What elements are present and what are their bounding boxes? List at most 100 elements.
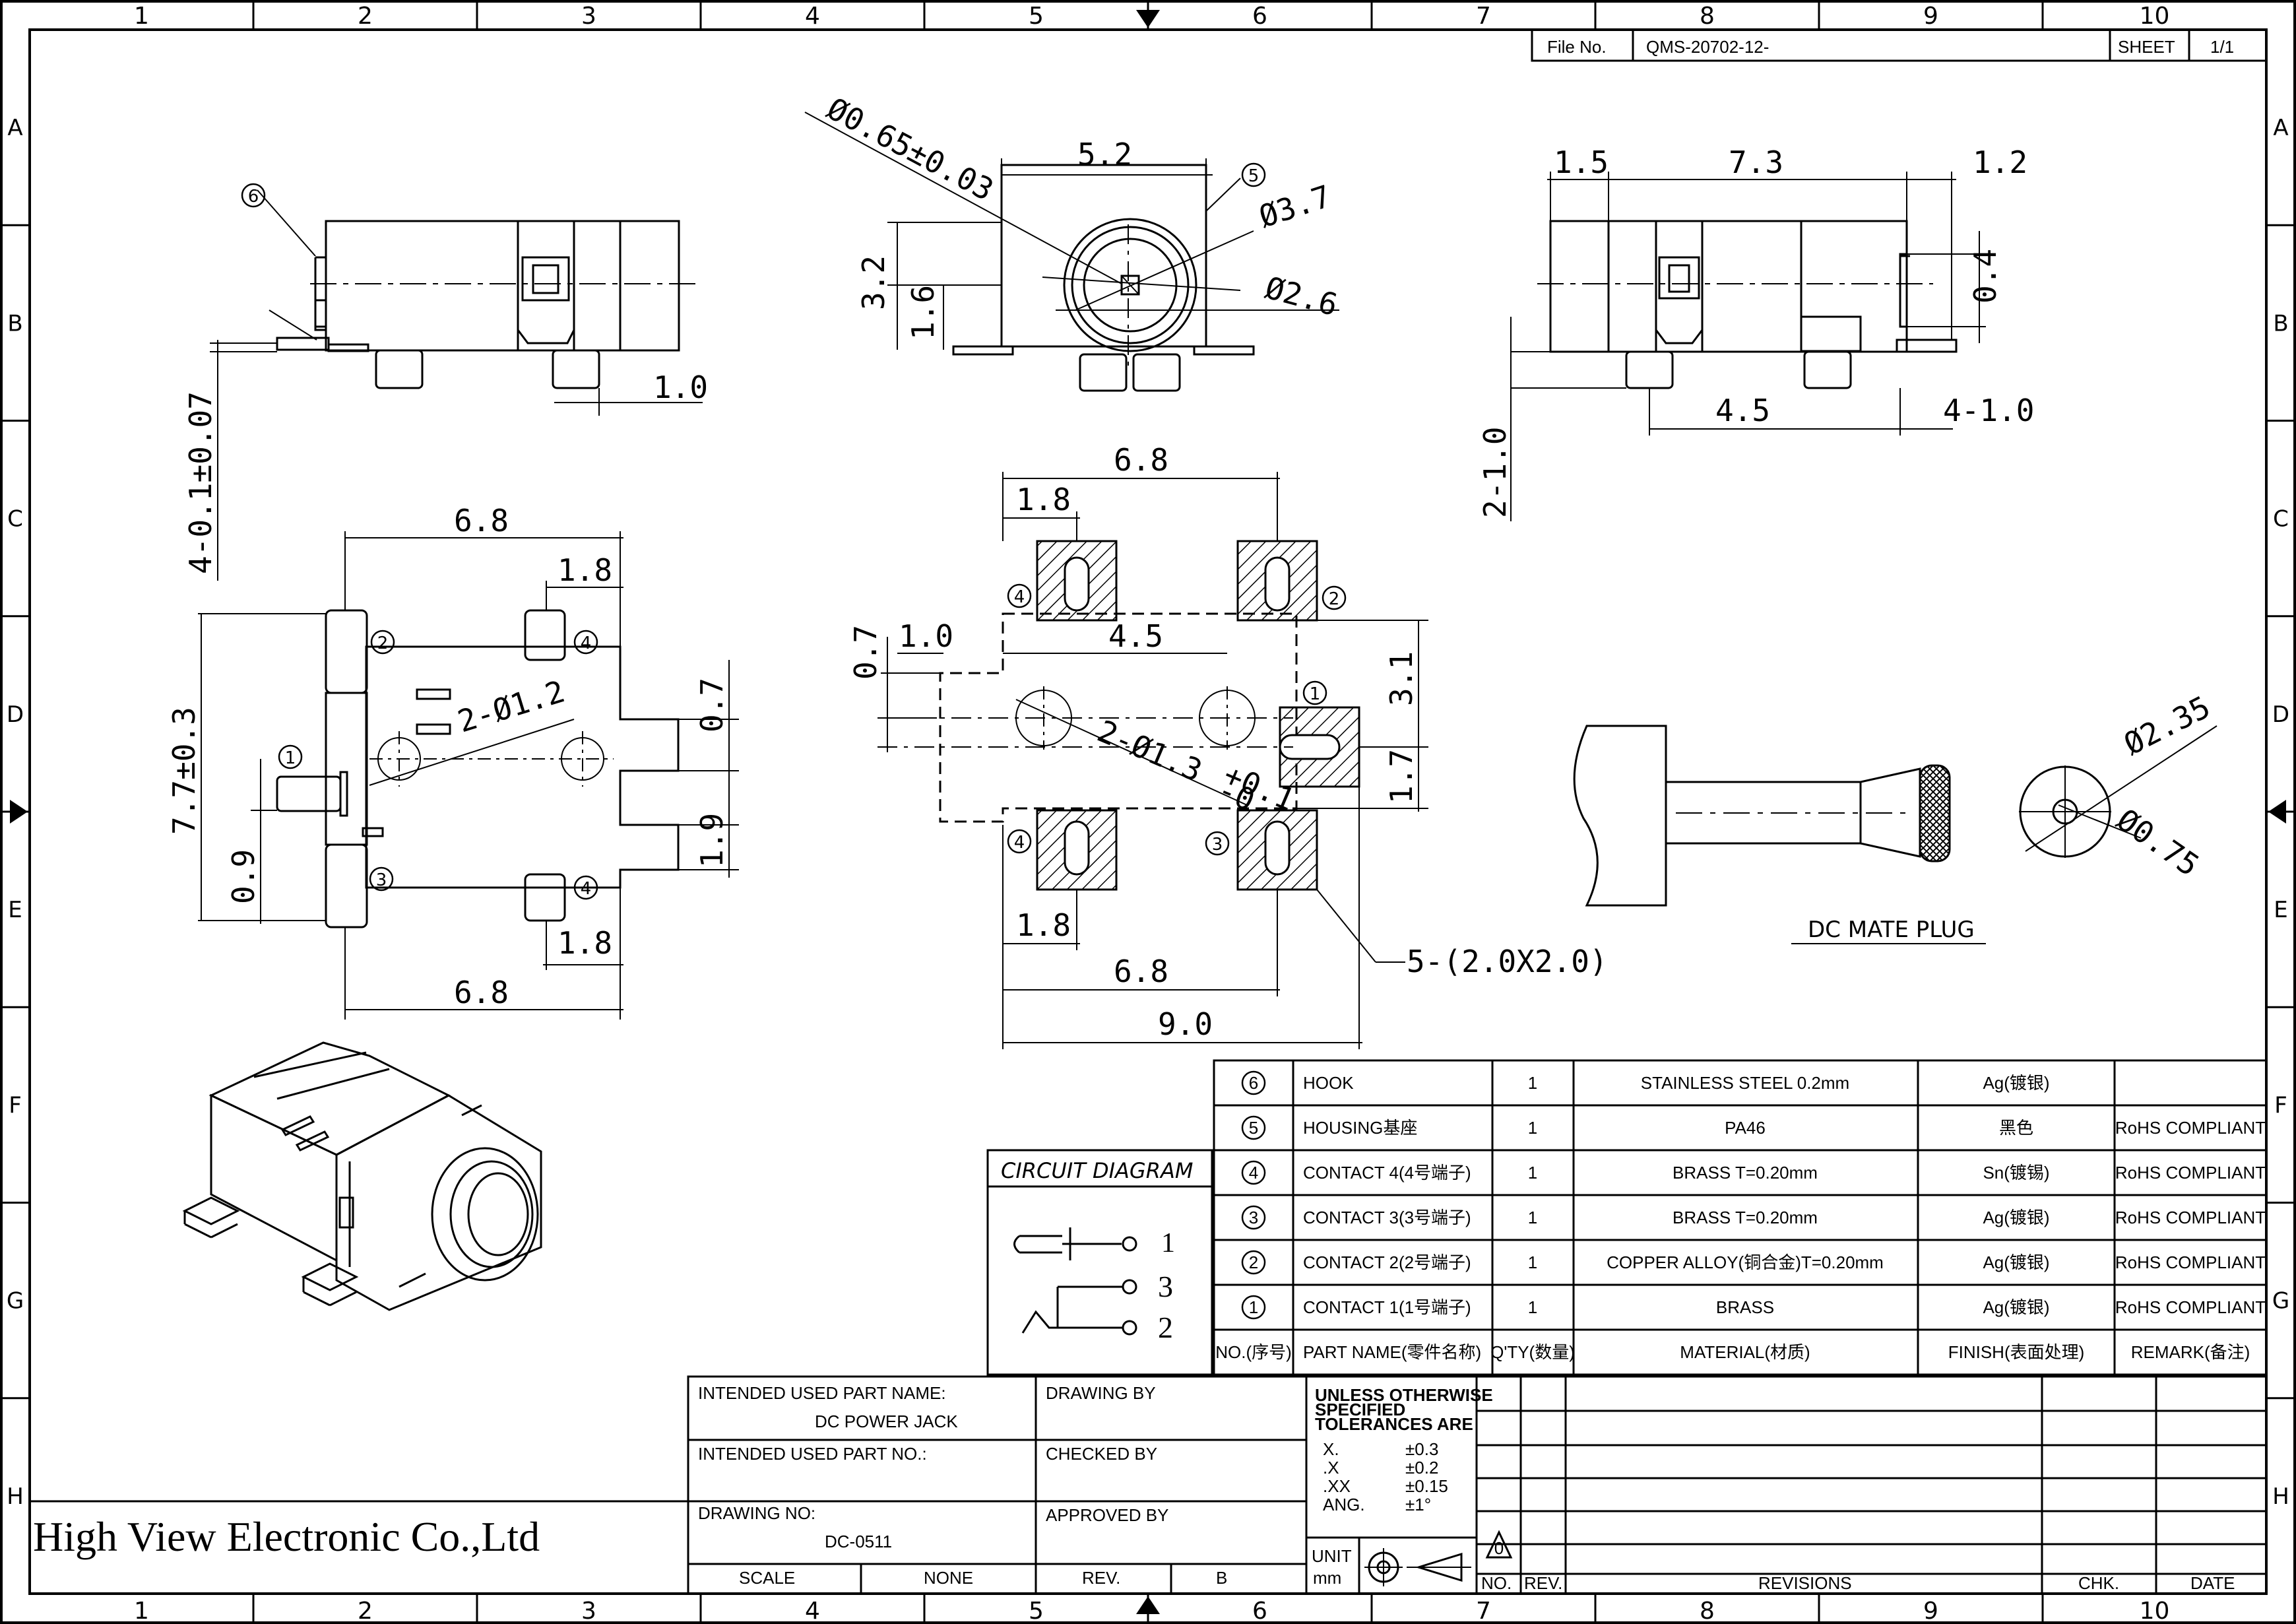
bom-cell-name: CONTACT 2(2号端子) bbox=[1303, 1252, 1471, 1272]
tol-x-val: ±0.3 bbox=[1405, 1439, 1438, 1459]
bom-cell-qty: Q'TY(数量) bbox=[1490, 1342, 1575, 1362]
zone-number-6-top: 6 bbox=[1252, 3, 1267, 30]
bom-cell-no: 3 bbox=[1249, 1208, 1258, 1227]
tol-dxx: .XX bbox=[1323, 1476, 1351, 1496]
zone-letter-B-left: B bbox=[7, 310, 22, 337]
dim-top-holes: 2-Ø1.2 bbox=[453, 673, 569, 739]
zone-number-6-bottom: 6 bbox=[1252, 1598, 1267, 1624]
dim-front-h1: 3.2 bbox=[856, 255, 891, 310]
tol-title-2: SPECIFIED bbox=[1315, 1400, 1405, 1419]
dim-right-w1: 1.5 bbox=[1554, 145, 1609, 180]
dim-right-h: 0.4 bbox=[1967, 249, 2003, 304]
dim-pcb-w3: 4.5 bbox=[1108, 618, 1163, 654]
file-no-box: File No. QMS-20702-12- SHEET 1/1 bbox=[1531, 28, 2268, 62]
tol-dx: .X bbox=[1323, 1458, 1339, 1478]
zone-number-4-top: 4 bbox=[805, 3, 820, 30]
bom-cell-name: CONTACT 4(4号端子) bbox=[1303, 1163, 1471, 1183]
bom-cell-material: MATERIAL(材质) bbox=[1680, 1342, 1810, 1362]
dim-top-w1: 6.8 bbox=[454, 503, 509, 538]
bom-cell-qty: 1 bbox=[1528, 1163, 1537, 1183]
zone-number-10-top: 10 bbox=[2140, 3, 2170, 30]
bom-cell-qty: 1 bbox=[1528, 1252, 1537, 1272]
circuit-pin-3: 3 bbox=[1158, 1270, 1173, 1303]
tol-title-1: UNLESS OTHERWISE bbox=[1315, 1385, 1493, 1405]
zone-letter-D-right: D bbox=[2272, 701, 2289, 728]
projection-symbol bbox=[1364, 1548, 1471, 1586]
tol-dx-val: ±0.2 bbox=[1405, 1458, 1438, 1478]
zone-number-8-top: 8 bbox=[1700, 3, 1715, 30]
part-name-label: INTENDED USED PART NAME: bbox=[698, 1383, 946, 1403]
tol-dxx-val: ±0.15 bbox=[1405, 1476, 1448, 1496]
bom-no-circle bbox=[1241, 1205, 1266, 1230]
bom-no-circle bbox=[1241, 1295, 1266, 1320]
tol-ang: ANG. bbox=[1323, 1495, 1365, 1514]
bom-cell-qty: 1 bbox=[1528, 1118, 1537, 1138]
rev-triangle: 0 bbox=[1485, 1530, 1513, 1559]
bom-cell-finish: 黑色 bbox=[1999, 1118, 2033, 1138]
pcb-callout-1: 1 bbox=[1310, 684, 1321, 704]
dim-plug-d1: Ø2.35 bbox=[2118, 689, 2216, 762]
pcb-callout-4: 4 bbox=[1014, 587, 1025, 607]
unit-label: UNIT bbox=[1312, 1546, 1352, 1566]
plug-title: DC MATE PLUG bbox=[1808, 917, 1975, 943]
front-view-dims bbox=[804, 112, 1339, 350]
dim-top-b2: 6.8 bbox=[454, 975, 509, 1010]
dim-pcb-v2: 1.7 bbox=[1384, 749, 1419, 804]
bom-cell-finish: Ag(镀银) bbox=[1983, 1208, 2049, 1227]
circuit-pin-2: 2 bbox=[1158, 1311, 1173, 1344]
title-block-text: INTENDED USED PART NAME: DC POWER JACK I… bbox=[698, 1383, 2235, 1593]
bom-cell-finish: Sn(镀锡) bbox=[1983, 1163, 2049, 1183]
bom-cell-finish: Ag(镀银) bbox=[1983, 1252, 2049, 1272]
callout-3: 3 bbox=[376, 870, 387, 890]
rev-value: B bbox=[1216, 1568, 1227, 1588]
tol-ang-val: ±1° bbox=[1405, 1495, 1431, 1514]
zone-letter-E-right: E bbox=[2274, 897, 2287, 923]
pcb-dims bbox=[881, 472, 1428, 1049]
dim-front-width: 5.2 bbox=[1077, 137, 1132, 172]
dim-right-w3: 1.2 bbox=[1973, 145, 2027, 180]
circuit-title: CIRCUIT DIAGRAM bbox=[1001, 1158, 1193, 1183]
file-no-label: File No. bbox=[1547, 37, 1607, 57]
zone-number-5-top: 5 bbox=[1029, 3, 1044, 30]
zone-number-9-bottom: 9 bbox=[1923, 1598, 1938, 1624]
dim-front-h2: 1.6 bbox=[905, 285, 941, 340]
bom-no-circle bbox=[1241, 1160, 1266, 1185]
zone-number-1-bottom: 1 bbox=[134, 1598, 149, 1624]
bom-cell-material: BRASS T=0.20mm bbox=[1673, 1163, 1818, 1183]
right-view-dims bbox=[1510, 172, 1986, 521]
zone-letter-C-left: C bbox=[7, 506, 23, 533]
isometric-view bbox=[182, 1041, 542, 1311]
zone-letter-F-right: F bbox=[2274, 1092, 2287, 1119]
callout-2: 2 bbox=[377, 633, 389, 653]
callout-5: 5 bbox=[1241, 162, 1266, 187]
tol-title-3: TOLERANCES ARE bbox=[1315, 1414, 1473, 1434]
zone-letter-G-left: G bbox=[7, 1288, 24, 1315]
zone-letter-H-right: H bbox=[2272, 1483, 2289, 1510]
zone-letter-C-right: C bbox=[2273, 506, 2289, 533]
dim-top-h: 7.7±0.3 bbox=[166, 707, 202, 835]
dim-top-h2: 0.7 bbox=[694, 678, 730, 732]
pcb-callouts bbox=[1007, 583, 1347, 856]
zone-letter-B-right: B bbox=[2273, 310, 2288, 337]
zone-letter-H-left: H bbox=[7, 1483, 24, 1510]
dim-pcb-v1: 3.1 bbox=[1384, 651, 1419, 706]
zone-number-8-bottom: 8 bbox=[1700, 1598, 1715, 1624]
hook-callout: 6 bbox=[241, 183, 266, 208]
dim-pcb-pads: 5-(2.0X2.0) bbox=[1407, 944, 1608, 979]
bom-cell-no: NO.(序号) bbox=[1215, 1342, 1292, 1362]
unit-value: mm bbox=[1313, 1568, 1341, 1588]
dim-pcb-w1: 6.8 bbox=[1114, 442, 1168, 478]
zone-number-3-top: 3 bbox=[581, 3, 596, 30]
bom-cell-finish: FINISH(表面处理) bbox=[1948, 1342, 2085, 1362]
zone-letter-A-right: A bbox=[2273, 115, 2288, 141]
callout-4: 4 bbox=[581, 633, 592, 653]
dim-plug-d2: Ø0.75 bbox=[2111, 802, 2206, 884]
bom-cell-material: PA46 bbox=[1725, 1118, 1766, 1138]
bom-cell-name: CONTACT 3(3号端子) bbox=[1303, 1208, 1471, 1227]
drawing-no-label: DRAWING NO: bbox=[698, 1503, 815, 1523]
bom-cell-name: PART NAME(零件名称) bbox=[1303, 1342, 1481, 1362]
top-view-dims bbox=[198, 531, 739, 1020]
dim-side-bottom: 1.0 bbox=[653, 370, 708, 405]
